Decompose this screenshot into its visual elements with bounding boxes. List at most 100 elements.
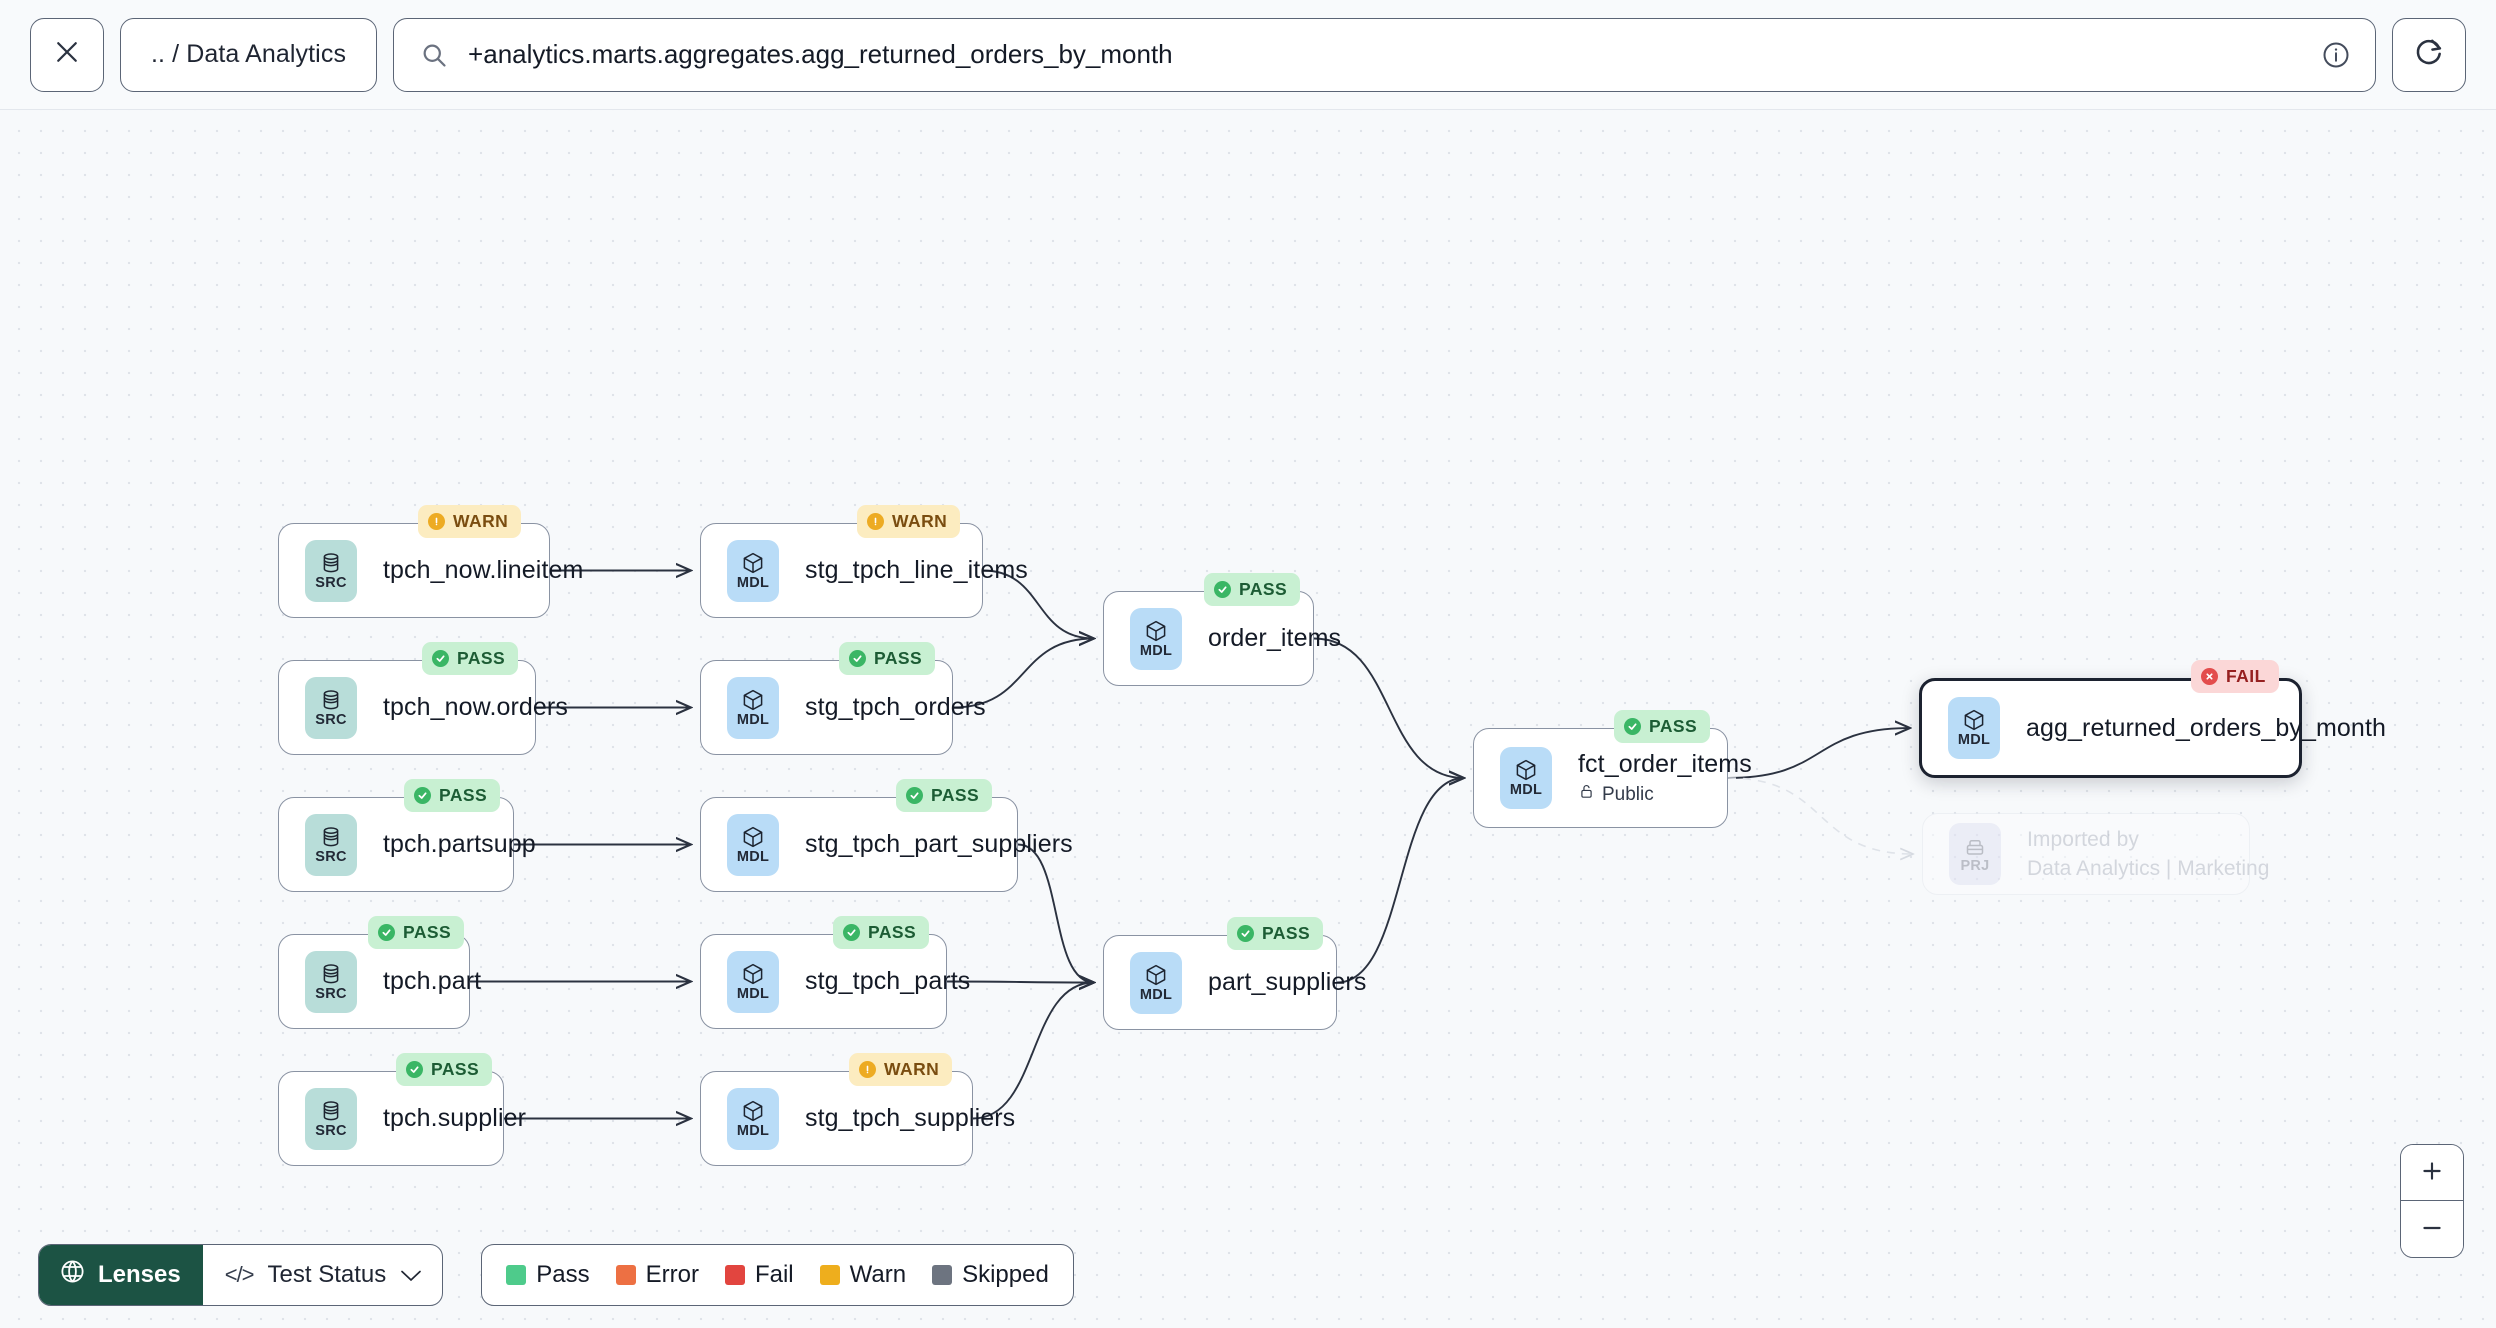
- node-title: Imported by: [2027, 827, 2139, 851]
- src-type-badge: SRC: [305, 676, 357, 739]
- lineage-edge-order_items-to-fct_order_items: [1313, 637, 1464, 779]
- status-badge-pass[interactable]: PASS: [368, 916, 465, 949]
- node-kind-label: SRC: [315, 1122, 347, 1139]
- breadcrumb[interactable]: .. / Data Analytics: [120, 17, 378, 92]
- test-status-label: Test Status: [267, 1261, 387, 1288]
- top-toolbar: .. / Data Analytics +analytics.marts.agg…: [0, 0, 2496, 110]
- legend-label: Error: [645, 1261, 699, 1288]
- status-label: PASS: [868, 922, 917, 942]
- lenses-button[interactable]: Lenses: [39, 1245, 203, 1305]
- cube-icon: [1514, 758, 1538, 782]
- legend-item-skipped[interactable]: Skipped: [932, 1261, 1049, 1289]
- status-badge-pass[interactable]: PASS: [1204, 573, 1301, 606]
- status-dot-icon: [432, 650, 449, 667]
- zoom-out-button[interactable]: [2401, 1201, 2463, 1257]
- status-badge-warn[interactable]: WARN: [418, 505, 522, 538]
- status-label: PASS: [1649, 716, 1698, 736]
- zoom-controls: [2400, 1144, 2464, 1258]
- legend-label: Warn: [849, 1261, 907, 1288]
- node-subtitle: Public: [1578, 783, 1701, 806]
- node-body: order_items: [1208, 624, 1341, 653]
- node-kind-label: MDL: [1139, 986, 1173, 1003]
- database-icon: [319, 962, 343, 986]
- lineage-node-part_suppliers[interactable]: MDL part_suppliers: [1103, 935, 1367, 1030]
- status-badge-warn[interactable]: WARN: [849, 1053, 953, 1086]
- node-body: tpch.partsupp: [383, 830, 536, 859]
- status-label: PASS: [874, 648, 923, 668]
- legend-item-pass[interactable]: Pass: [506, 1261, 590, 1289]
- node-title: tpch.part: [383, 967, 482, 995]
- zoom-in-button[interactable]: [2401, 1145, 2463, 1201]
- close-button[interactable]: [30, 17, 104, 92]
- legend-item-warn[interactable]: Warn: [819, 1261, 907, 1289]
- test-status-dropdown[interactable]: </> Test Status: [203, 1245, 443, 1305]
- legend-label: Pass: [536, 1261, 590, 1288]
- legend-swatch-icon: [615, 1265, 636, 1285]
- cube-icon: [1144, 963, 1168, 987]
- lineage-node-agg_returned_orders[interactable]: MDL agg_returned_orders_by_month: [1919, 678, 2386, 778]
- cube-icon: [1144, 619, 1168, 643]
- lineage-edge-stg_tpch_part_supp-to-part_suppliers: [1017, 843, 1094, 983]
- search-input[interactable]: +analytics.marts.aggregates.agg_returned…: [393, 17, 2376, 92]
- status-dot-icon: [849, 650, 866, 667]
- node-title: part_suppliers: [1208, 968, 1367, 996]
- node-body: stg_tpch_part_suppliers: [805, 830, 1073, 859]
- refresh-button[interactable]: [2392, 17, 2466, 92]
- lenses-label: Lenses: [98, 1261, 181, 1288]
- node-subtitle-text: Data Analytics | Marketing: [2027, 856, 2270, 880]
- legend-item-fail[interactable]: Fail: [724, 1261, 794, 1289]
- node-kind-label: SRC: [315, 711, 347, 728]
- status-badge-pass[interactable]: PASS: [1614, 710, 1711, 743]
- lens-icon: [59, 1258, 86, 1292]
- status-badge-warn[interactable]: WARN: [857, 505, 961, 538]
- mdl-type-badge: MDL: [727, 950, 779, 1013]
- legend-item-error[interactable]: Error: [615, 1261, 699, 1289]
- node-kind-label: SRC: [315, 574, 347, 591]
- status-badge-pass[interactable]: PASS: [404, 779, 501, 812]
- cube-icon: [741, 825, 765, 849]
- legend-swatch-icon: [506, 1265, 527, 1285]
- lineage-node-tpch_partsupp[interactable]: SRC tpch.partsupp: [278, 797, 536, 892]
- node-title: stg_tpch_line_items: [805, 556, 1028, 584]
- node-kind-label: MDL: [1957, 732, 1991, 749]
- status-dot-icon: [859, 1061, 876, 1078]
- mdl-type-badge: MDL: [1948, 697, 2000, 759]
- node-title: tpch_now.orders: [383, 693, 568, 721]
- status-badge-fail[interactable]: FAIL: [2191, 660, 2279, 693]
- status-badge-pass[interactable]: PASS: [396, 1053, 493, 1086]
- node-title: stg_tpch_orders: [805, 693, 986, 721]
- lineage-edge-stg_tpch_suppliers-to-part_suppliers: [972, 983, 1094, 1120]
- refresh-icon: [2413, 36, 2445, 73]
- lineage-node-tpch_now_orders[interactable]: SRC tpch_now.orders: [278, 660, 568, 755]
- database-icon: [319, 1099, 343, 1123]
- status-badge-pass[interactable]: PASS: [839, 642, 936, 675]
- info-icon[interactable]: [2321, 40, 2351, 70]
- legend-label: Fail: [754, 1261, 794, 1288]
- status-badge-pass[interactable]: PASS: [896, 779, 993, 812]
- status-dot-icon: [414, 787, 431, 804]
- status-dot-icon: [1237, 925, 1254, 942]
- node-body: Imported by Data Analytics | Marketing: [2027, 827, 2269, 881]
- status-label: PASS: [403, 922, 452, 942]
- minus-icon: [2419, 1215, 2445, 1244]
- lens-control-group: Lenses </> Test Status: [38, 1244, 444, 1306]
- node-kind-label: SRC: [315, 848, 347, 865]
- status-badge-pass[interactable]: PASS: [422, 642, 519, 675]
- status-badge-pass[interactable]: PASS: [1227, 917, 1324, 950]
- search-icon: [420, 41, 448, 69]
- status-dot-icon: [867, 513, 884, 530]
- status-badge-pass[interactable]: PASS: [833, 916, 930, 949]
- node-title: agg_returned_orders_by_month: [2026, 713, 2386, 742]
